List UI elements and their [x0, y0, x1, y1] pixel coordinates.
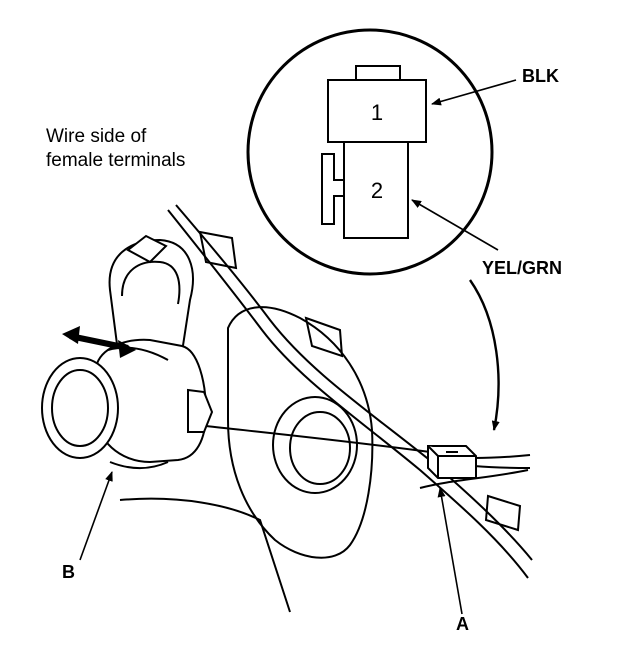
socket-face-inner [51, 369, 109, 447]
lighter-socket-assembly [41, 234, 214, 469]
panel-clip-mid [304, 316, 344, 358]
callout-a-leader [437, 487, 463, 615]
wire-label-blk: BLK [522, 66, 559, 86]
panel-edge-lower [175, 204, 533, 561]
terminal-1-cavity [327, 79, 427, 143]
socket-cap-lid-inner [121, 260, 181, 305]
connector-key [321, 153, 345, 225]
harness-wire-thin [205, 425, 431, 453]
panel-clip-upper [198, 230, 238, 270]
leader-lines [79, 79, 517, 615]
harness-wire-right [473, 454, 531, 459]
note-line-2: female terminals [46, 150, 185, 171]
connector-detail-circle: 1 2 [246, 28, 494, 276]
removal-direction-arrow [62, 326, 136, 358]
harness-connector-a [427, 445, 477, 479]
callout-b-leader [79, 471, 113, 561]
callout-a-label: A [456, 614, 469, 634]
connector-housing [321, 65, 427, 239]
note-line-1: Wire side of [46, 126, 147, 147]
socket-hole-inner [289, 411, 351, 485]
panel-clip-lower [484, 494, 522, 532]
socket-cap-tab [126, 234, 168, 264]
harness-wire-right-2 [473, 465, 531, 469]
socket-face [41, 357, 119, 459]
panel-edge-upper [167, 209, 529, 579]
recess-outline [227, 306, 374, 559]
panel-lower-edge [119, 497, 291, 613]
yel-grn-leader [411, 199, 499, 251]
socket-terminal [187, 388, 214, 433]
terminal-2-label: 2 [371, 178, 383, 203]
wire-label-yel-grn: YEL/GRN [482, 258, 562, 278]
socket-hole [272, 396, 358, 494]
blk-leader [431, 79, 517, 106]
callout-b-label: B [62, 562, 75, 582]
terminal-1-label: 1 [371, 100, 383, 125]
wire-harness [205, 425, 531, 469]
detail-to-connector-arrow [469, 279, 500, 431]
